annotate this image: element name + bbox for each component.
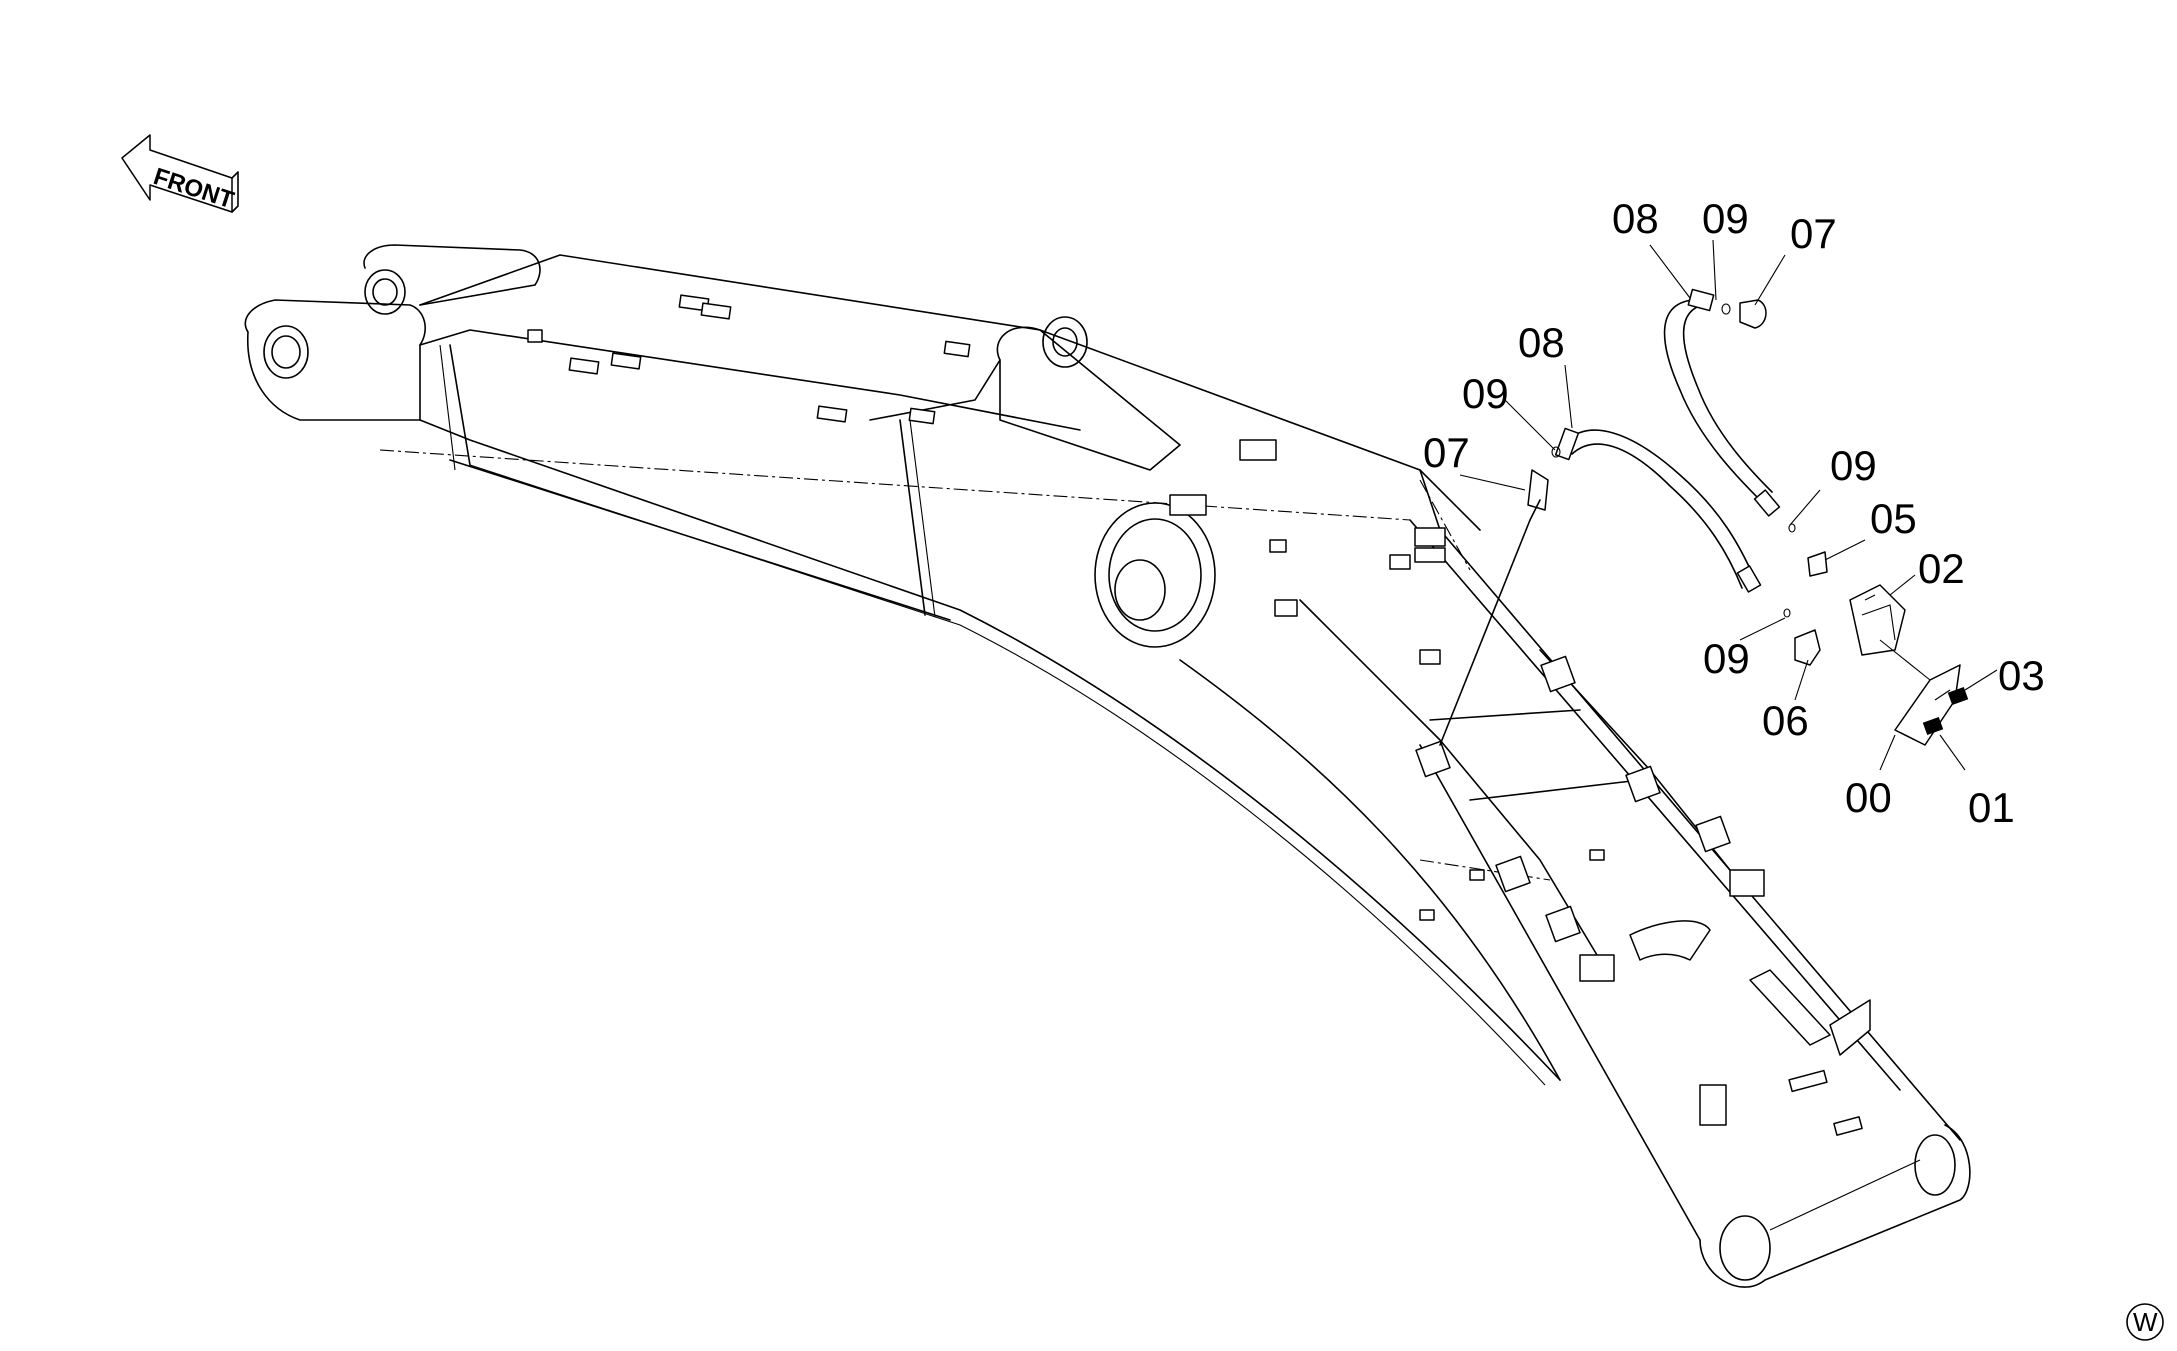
- leader-lines: [1459, 239, 1998, 771]
- corner-mark-letter: W: [2133, 1307, 2158, 1337]
- callout-09-top: 09: [1702, 195, 1749, 242]
- boom-body: [244, 244, 1971, 1288]
- callout-09-low: 09: [1703, 635, 1750, 682]
- callout-00: 00: [1845, 774, 1892, 821]
- callout-08-top: 08: [1612, 195, 1659, 242]
- hose-middle: [1439, 427, 1762, 746]
- fittings-lower: [1783, 523, 1969, 746]
- callouts: 08 09 07 08 09 07 09 05 02 09 06 03 00 0…: [1423, 195, 2045, 831]
- front-arrow-icon: FRONT: [121, 134, 239, 214]
- callout-09-mid: 09: [1462, 370, 1509, 417]
- callout-02: 02: [1918, 545, 1965, 592]
- callout-01: 01: [1968, 784, 2015, 831]
- callout-09-right: 09: [1830, 442, 1877, 489]
- callout-07-mid: 07: [1423, 429, 1470, 476]
- callout-08-mid: 08: [1518, 319, 1565, 366]
- callout-06: 06: [1762, 697, 1809, 744]
- callout-05: 05: [1870, 495, 1917, 542]
- corner-mark: W: [2126, 1303, 2164, 1341]
- callout-03: 03: [1998, 652, 2045, 699]
- clamp-rows: [1299, 599, 1871, 1136]
- callout-07-top: 07: [1790, 210, 1837, 257]
- hose-upper: [1663, 288, 1781, 517]
